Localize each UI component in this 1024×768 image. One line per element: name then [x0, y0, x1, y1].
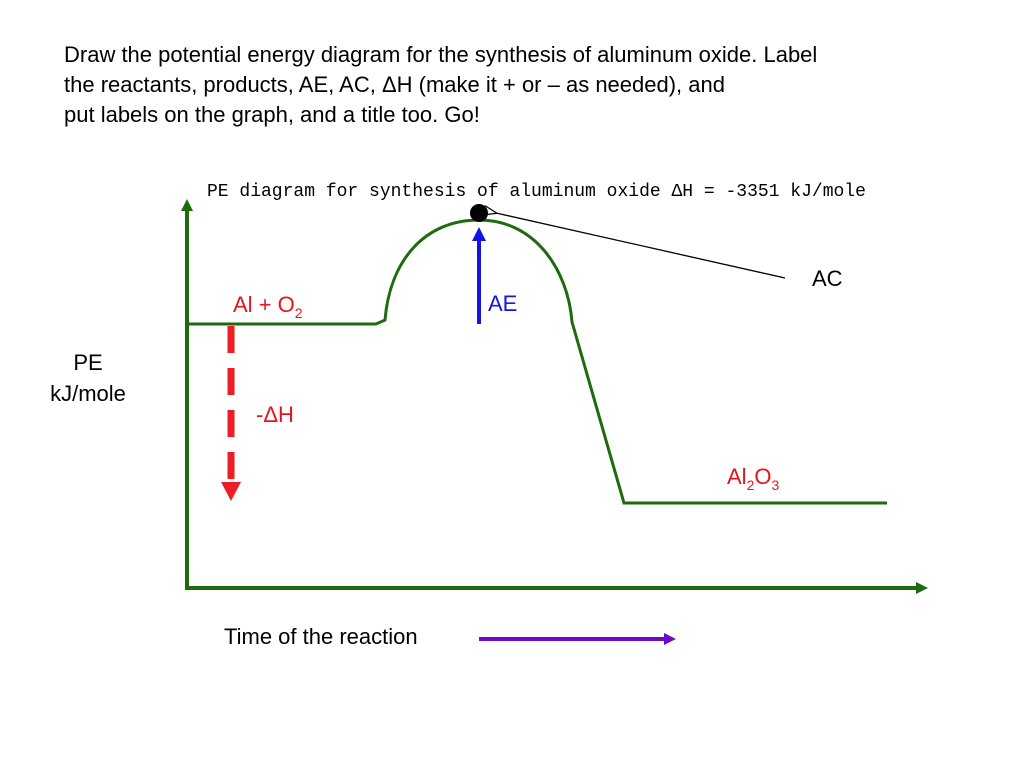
instructions-text: Draw the potential energy diagram for th… [64, 40, 994, 130]
energy-curve [187, 218, 887, 505]
y-axis-label-line-1: PE [73, 350, 102, 375]
ac-label: AC [812, 266, 843, 291]
diagram-title: PE diagram for synthesis of aluminum oxi… [207, 182, 866, 202]
x-axis-label: Time of the reaction [224, 624, 418, 649]
instructions-line-2: the reactants, products, AE, AC, ΔH (mak… [64, 72, 725, 97]
ae-label: AE [488, 291, 517, 316]
instructions-line-1: Draw the potential energy diagram for th… [64, 42, 818, 67]
ac-pointer-arrow [496, 213, 786, 279]
instructions-line-3: put labels on the graph, and a title too… [64, 102, 480, 127]
products-label: Al2O3 [727, 464, 779, 493]
activated-complex-dot [470, 204, 488, 222]
delta-h-arrowhead [221, 482, 241, 501]
delta-h-label: -ΔH [256, 402, 294, 427]
y-axis-label-line-2: kJ/mole [50, 381, 126, 406]
reactants-label: Al + O2 [233, 292, 303, 321]
